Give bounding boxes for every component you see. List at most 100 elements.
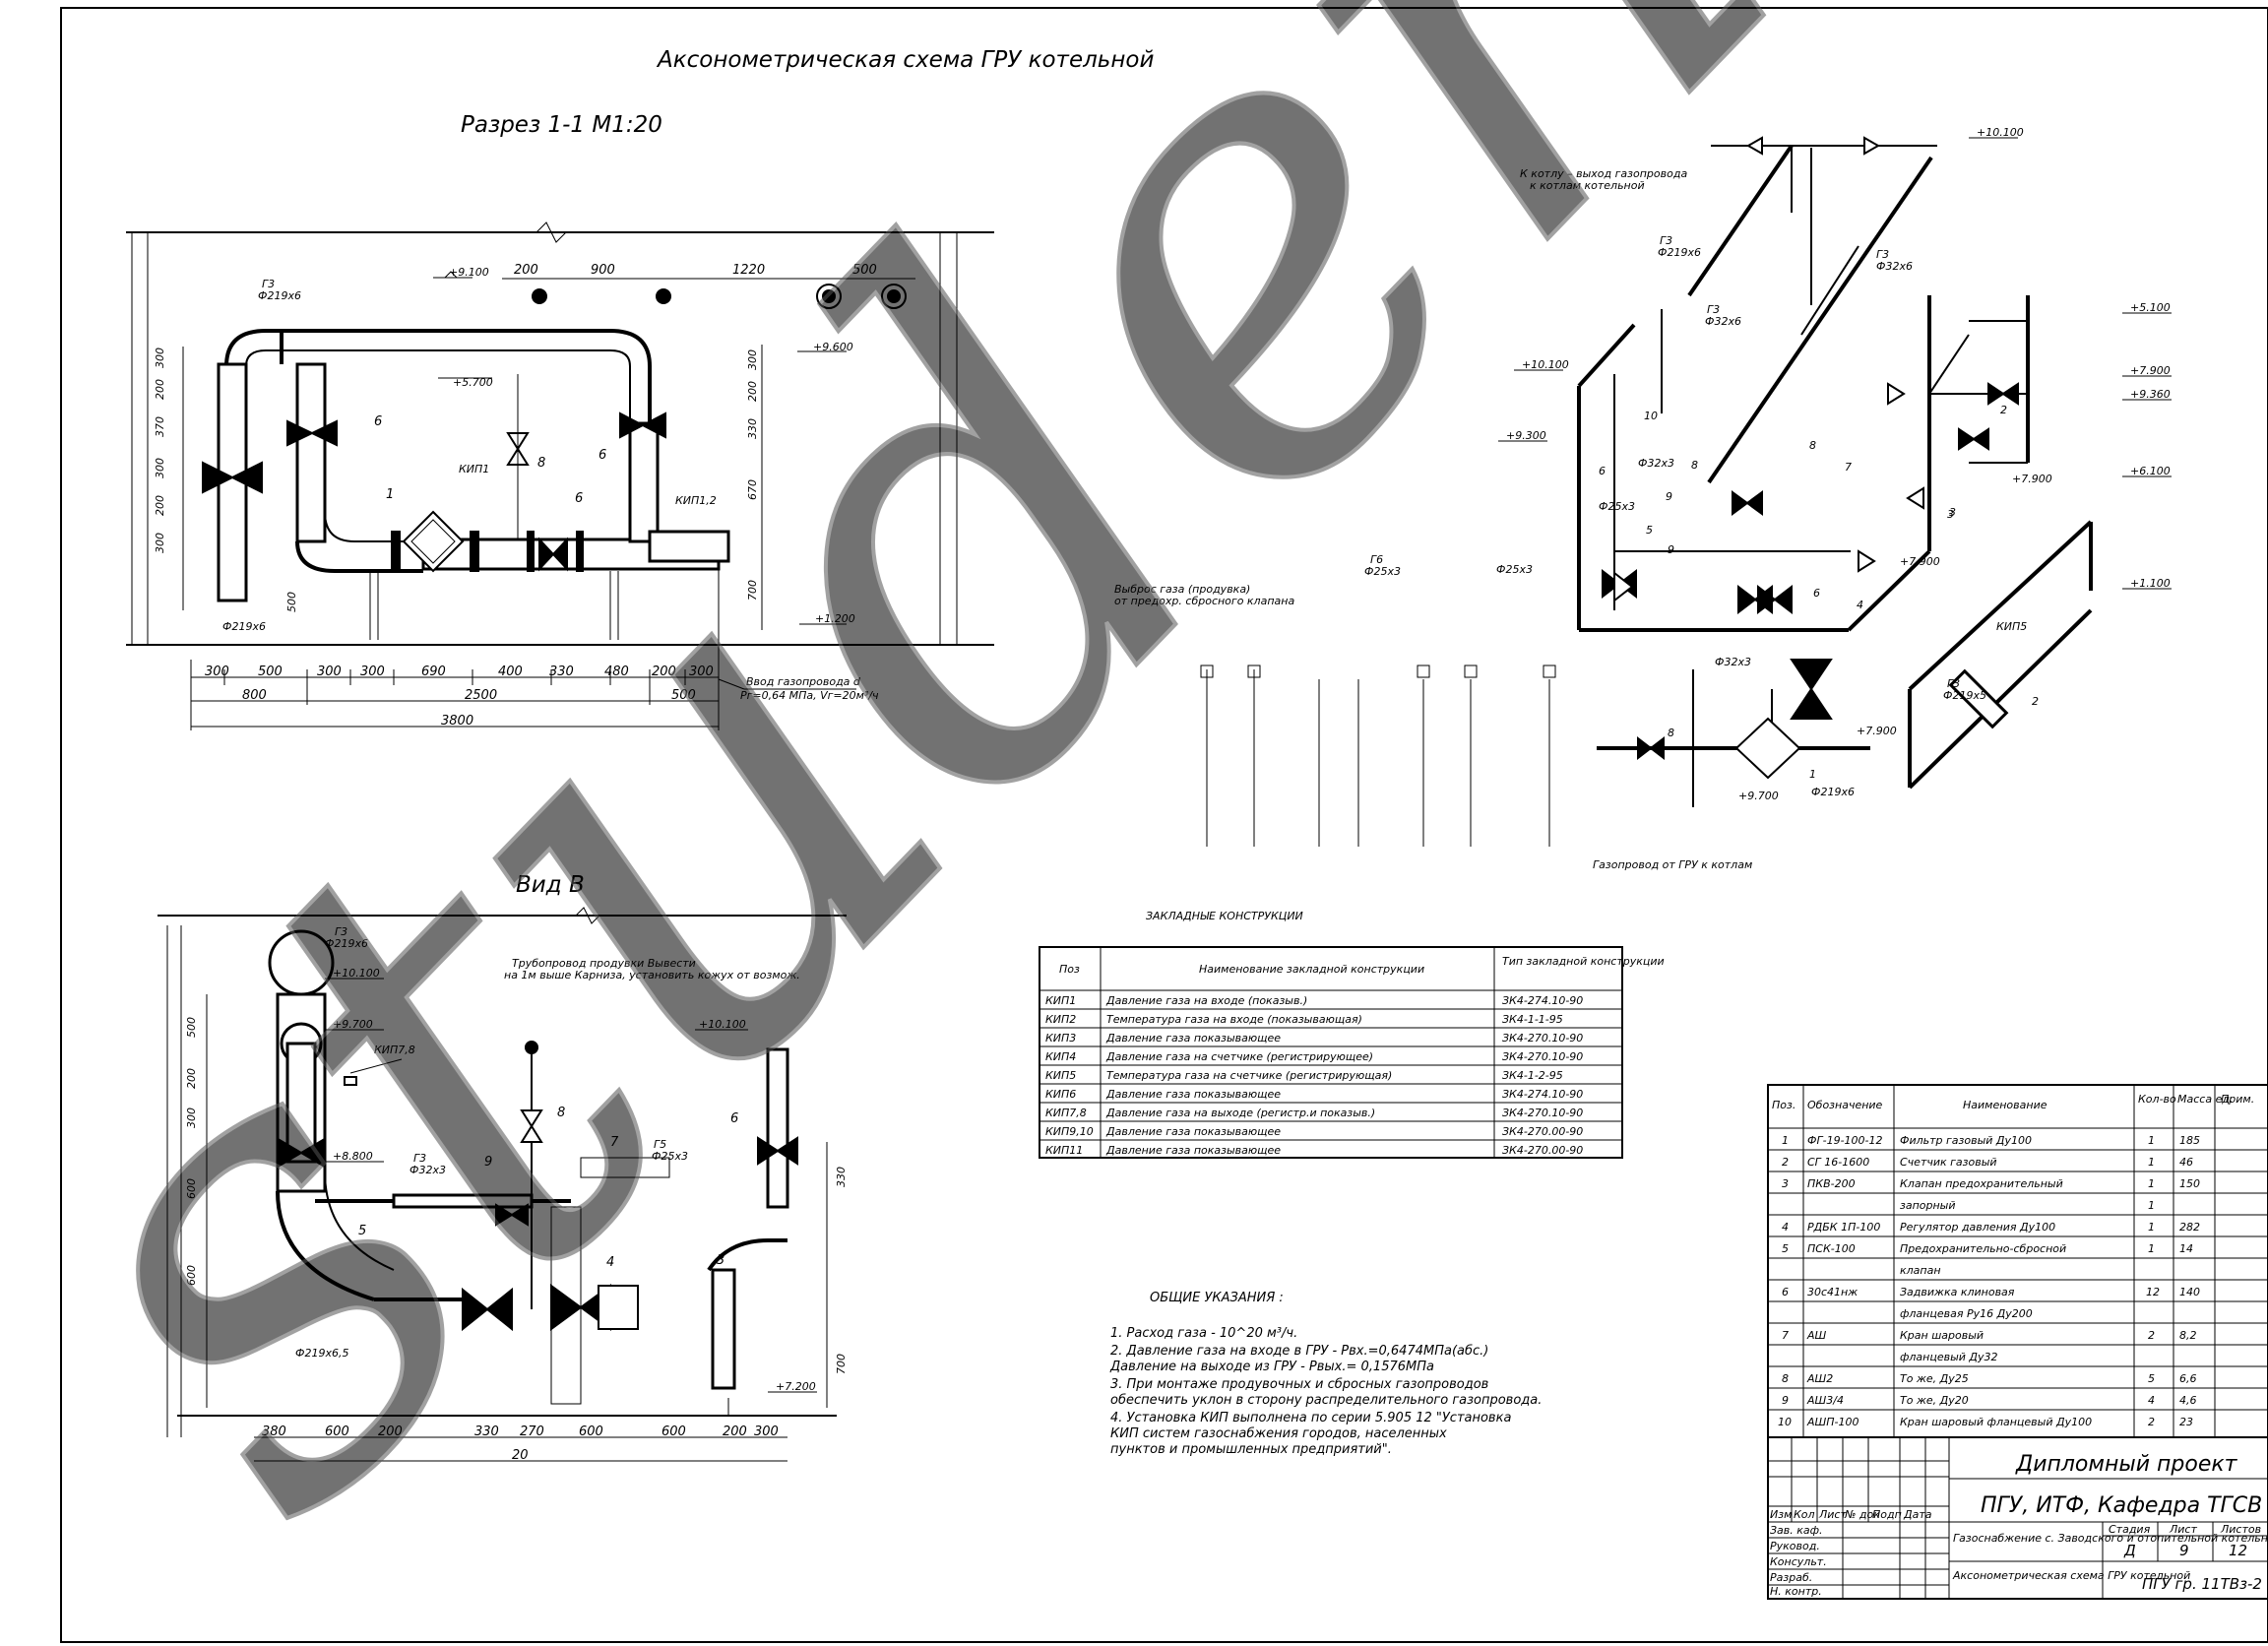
svg-text:КИП3: КИП3 (1045, 1032, 1076, 1045)
svg-text:+9.100: +9.100 (449, 266, 489, 279)
svg-text:Наименование: Наименование (1963, 1099, 2048, 1111)
svg-text:КИП2: КИП2 (1045, 1013, 1076, 1026)
svg-text:800: 800 (242, 688, 267, 703)
svg-text:1: 1 (2148, 1242, 2155, 1255)
svg-text:500: 500 (671, 688, 696, 703)
svg-text:9: 9 (1782, 1394, 1789, 1407)
svg-text:46: 46 (2179, 1156, 2193, 1169)
svg-text:4: 4 (606, 1255, 614, 1270)
svg-text:900: 900 (591, 263, 615, 278)
svg-text:на 1м выше Карниза, установить: на 1м выше Карниза, установить кожух от … (504, 969, 800, 981)
svg-text:600: 600 (185, 1178, 198, 1199)
svg-text:9: 9 (2179, 1542, 2189, 1559)
svg-text:Ф219х5: Ф219х5 (1943, 689, 1986, 702)
svg-text:670: 670 (746, 479, 759, 500)
svg-text:300: 300 (154, 458, 166, 478)
svg-text:Ф219х6: Ф219х6 (222, 620, 266, 633)
svg-text:12: 12 (2229, 1542, 2247, 1559)
svg-text:330: 330 (746, 418, 759, 439)
svg-text:+6.100: +6.100 (2130, 465, 2171, 477)
svg-text:+9.360: +9.360 (2130, 388, 2171, 401)
svg-text:ПГУ гр. 11ТВз-2: ПГУ гр. 11ТВз-2 (2142, 1575, 2262, 1593)
svg-text:К котлу – выход газопровода: К котлу – выход газопровода (1520, 167, 1687, 180)
svg-text:Прим.: Прим. (2221, 1093, 2254, 1106)
svg-text:200: 200 (378, 1424, 403, 1439)
svg-text:+5.700: +5.700 (453, 376, 493, 389)
axonometric-scheme: +10.100 +5.100 +7.900 +9.360 +6.100 +7.9… (1114, 126, 2172, 871)
svg-text:КИП5: КИП5 (1996, 620, 2027, 633)
svg-text:Лист: Лист (1818, 1508, 1847, 1521)
svg-text:300: 300 (360, 665, 385, 679)
svg-text:Поз.: Поз. (1772, 1099, 1796, 1111)
svg-text:Масса ед.: Масса ед. (2177, 1093, 2233, 1106)
svg-text:+7.900: +7.900 (1900, 555, 1940, 568)
svg-text:8: 8 (1782, 1372, 1789, 1385)
svg-text:Ф219х6: Ф219х6 (1658, 246, 1701, 259)
svg-text:600: 600 (662, 1424, 686, 1439)
svg-text:+7.900: +7.900 (1857, 725, 1897, 737)
svg-text:+1.100: +1.100 (2130, 577, 2171, 590)
svg-text:запорный: запорный (1900, 1199, 1956, 1212)
svg-text:фланцевая Ру16 Ду200: фланцевая Ру16 Ду200 (1900, 1307, 2033, 1320)
svg-text:Ф25х3: Ф25х3 (1496, 563, 1533, 576)
svg-text:СГ 16-1600: СГ 16-1600 (1807, 1156, 1869, 1169)
svg-text:Обозначение: Обозначение (1807, 1099, 1883, 1111)
svg-text:5: 5 (1782, 1242, 1789, 1255)
svg-text:Ф32х6: Ф32х6 (1876, 260, 1913, 273)
svg-text:300: 300 (689, 665, 714, 679)
svg-text:АШ: АШ (1806, 1329, 1827, 1342)
svg-text:ПСК-100: ПСК-100 (1807, 1242, 1856, 1255)
svg-text:6: 6 (1599, 465, 1606, 477)
svg-text:Тип закладной конструкции: Тип закладной конструкции (1502, 955, 1665, 968)
svg-text:1: 1 (2148, 1156, 2155, 1169)
svg-text:8: 8 (537, 456, 545, 471)
svg-text:Давление газа показывающее: Давление газа показывающее (1105, 1144, 1281, 1157)
svg-text:Рг=0,64 МПа, Vг=20м³/ч: Рг=0,64 МПа, Vг=20м³/ч (740, 689, 879, 702)
svg-text:Давление газа показывающее: Давление газа показывающее (1105, 1125, 1281, 1138)
embedded-structures-table: ЗАКЛАДНЫЕ КОНСТРУКЦИИ Поз Наименование з… (1039, 910, 1665, 1159)
svg-text:АШП-100: АШП-100 (1806, 1416, 1859, 1428)
svg-text:2: 2 (2000, 404, 2007, 416)
svg-text:фланцевый Ду32: фланцевый Ду32 (1900, 1351, 1998, 1363)
svg-text:7: 7 (610, 1135, 619, 1150)
svg-text:Консульт.: Консульт. (1770, 1555, 1827, 1568)
svg-text:Ввод газопровода d: Ввод газопровода d (746, 675, 861, 688)
svg-text:10: 10 (1644, 410, 1658, 422)
svg-text:от предохр. сбросного клапана: от предохр. сбросного клапана (1114, 595, 1294, 607)
svg-text:1. Расход газа - 10^20 м³/ч.: 1. Расход газа - 10^20 м³/ч. (1110, 1326, 1297, 1341)
svg-text:1: 1 (2148, 1221, 2155, 1234)
svg-text:3: 3 (1947, 508, 1954, 521)
svg-text:330: 330 (549, 665, 574, 679)
svg-text:Счетчик газовый: Счетчик газовый (1900, 1156, 1997, 1169)
svg-text:ЗК4-270.10-90: ЗК4-270.10-90 (1502, 1107, 1583, 1119)
svg-text:Ф219х6: Ф219х6 (258, 289, 301, 302)
svg-text:Дипломный проект: Дипломный проект (2015, 1452, 2238, 1477)
svg-text:3. При монтаже продувочных и с: 3. При монтаже продувочных и сбросных га… (1110, 1377, 1488, 1392)
svg-text:Давление газа показывающее: Давление газа показывающее (1105, 1032, 1281, 1045)
svg-text:4: 4 (1782, 1221, 1789, 1234)
svg-text:300: 300 (205, 665, 229, 679)
svg-text:Выброс газа (продувка): Выброс газа (продувка) (1114, 583, 1250, 596)
svg-text:1: 1 (1809, 768, 1816, 781)
svg-text:ФГ-19-100-12: ФГ-19-100-12 (1807, 1134, 1883, 1147)
svg-text:+7.900: +7.900 (2130, 364, 2171, 377)
svg-text:Ф32х3: Ф32х3 (1638, 457, 1674, 470)
svg-text:Дата: Дата (1903, 1508, 1932, 1521)
svg-text:6,6: 6,6 (2179, 1372, 2197, 1385)
svg-text:+1.200: +1.200 (815, 612, 855, 625)
svg-text:8: 8 (1809, 439, 1816, 452)
svg-text:30с41нж: 30с41нж (1807, 1286, 1858, 1298)
svg-text:700: 700 (835, 1354, 848, 1374)
svg-text:Ф32х3: Ф32х3 (1715, 656, 1751, 668)
svg-text:Кран шаровый: Кран шаровый (1900, 1329, 1984, 1342)
svg-text:200: 200 (514, 263, 538, 278)
svg-text:Давление газа показывающее: Давление газа показывающее (1105, 1088, 1281, 1101)
svg-text:ЗК4-274.10-90: ЗК4-274.10-90 (1502, 1088, 1583, 1101)
svg-text:6: 6 (1782, 1286, 1789, 1298)
svg-text:клапан: клапан (1900, 1264, 1941, 1277)
svg-text:400: 400 (498, 665, 523, 679)
svg-text:8: 8 (557, 1106, 565, 1120)
svg-text:Ф219х6: Ф219х6 (325, 937, 368, 950)
svg-text:Подп: Подп (1872, 1508, 1902, 1521)
